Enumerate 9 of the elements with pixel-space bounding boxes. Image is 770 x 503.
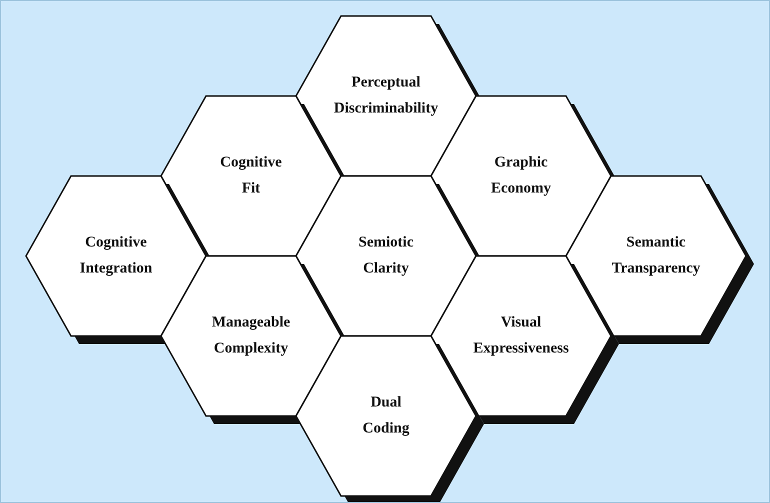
hexagon-label: Dual Coding — [362, 390, 410, 442]
hexagon-label: Perceptual Discriminability — [334, 70, 438, 122]
hexagon-label: Graphic Economy — [491, 150, 551, 202]
hexagon-label: Cognitive Integration — [80, 230, 152, 282]
hexagon-label: Cognitive Fit — [220, 150, 282, 202]
hexagon-label: Semiotic Clarity — [358, 230, 414, 282]
hexagon-label: Semantic Transparency — [612, 230, 700, 282]
hexagon-label: Visual Expressiveness — [473, 310, 569, 362]
hexagon-label: Manageable Complexity — [212, 310, 290, 362]
